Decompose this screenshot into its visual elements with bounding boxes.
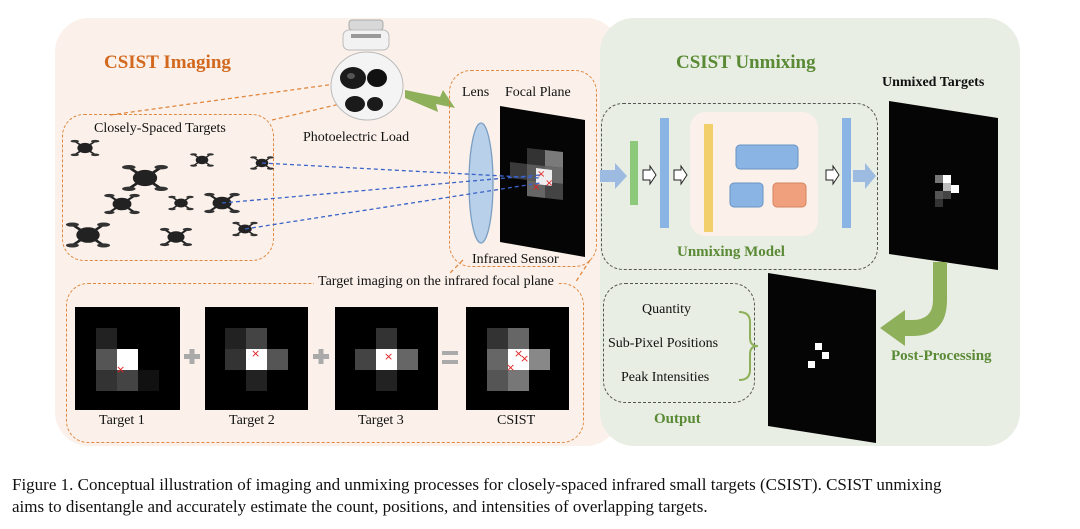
lens-shape <box>468 122 494 244</box>
layer-bar <box>660 118 669 228</box>
block <box>772 182 807 208</box>
arrow-icon <box>673 164 688 186</box>
targets-box <box>62 114 274 261</box>
svg-text:×: × <box>520 352 529 365</box>
target-tile-1: × <box>75 307 180 410</box>
output-quantity: Quantity <box>642 302 691 317</box>
caption-line-1: Figure 1. Conceptual illustration of ima… <box>12 475 942 494</box>
layer-bar <box>630 141 638 205</box>
plus-icon <box>184 349 200 364</box>
camera-icon <box>330 19 404 121</box>
block <box>729 182 764 208</box>
target-tile-2: × <box>205 307 308 410</box>
tile-label-1: Target 1 <box>99 413 145 428</box>
targets-label: Closely-Spaced Targets <box>94 121 226 136</box>
equals-icon <box>442 351 458 364</box>
svg-text:×: × <box>384 350 393 363</box>
svg-text:×: × <box>251 347 260 360</box>
output-box <box>603 283 755 403</box>
svg-text:×: × <box>506 361 515 374</box>
svg-text:×: × <box>537 169 545 180</box>
output-intensities: Peak Intensities <box>621 370 710 385</box>
unmixed-targets-label: Unmixed Targets <box>882 75 985 90</box>
plus-icon <box>313 349 329 364</box>
tile-label-csist: CSIST <box>497 413 536 428</box>
layer-bar <box>704 124 713 232</box>
svg-text:×: × <box>532 182 540 193</box>
tile-label-2: Target 2 <box>229 413 275 428</box>
imaging-title: CSIST Imaging <box>104 52 231 73</box>
unmixing-model-label: Unmixing Model <box>677 244 785 260</box>
sensor-label: Infrared Sensor <box>472 252 559 267</box>
csist-tile: × × × <box>466 307 569 410</box>
unmixing-model-box <box>601 103 878 270</box>
arrow-icon <box>825 164 840 186</box>
caption-line-2: aims to disentangle and accurately estim… <box>12 497 708 516</box>
focal-plane-label: Focal Plane <box>505 85 571 100</box>
post-processing-label: Post-Processing <box>891 348 992 364</box>
sensor-box <box>449 70 597 267</box>
svg-text:×: × <box>514 347 523 360</box>
focal-caption: Target imaging on the infrared focal pla… <box>314 274 558 290</box>
block <box>735 144 799 170</box>
layer-bar <box>842 118 851 228</box>
figure-caption: Figure 1. Conceptual illustration of ima… <box>12 474 1072 518</box>
input-arrow-icon <box>600 163 627 189</box>
target-tile-3: × <box>335 307 438 410</box>
svg-text:×: × <box>545 178 553 189</box>
output-arrow-icon <box>853 163 876 189</box>
output-positions: Sub-Pixel Positions <box>608 336 719 351</box>
load-label: Photoelectric Load <box>303 130 410 145</box>
lens-label: Lens <box>462 85 490 100</box>
tile-label-3: Target 3 <box>358 413 404 428</box>
arrow-icon <box>642 164 657 186</box>
unmixing-title: CSIST Unmixing <box>676 52 816 73</box>
output-label: Output <box>654 411 701 427</box>
svg-text:×: × <box>116 363 125 376</box>
